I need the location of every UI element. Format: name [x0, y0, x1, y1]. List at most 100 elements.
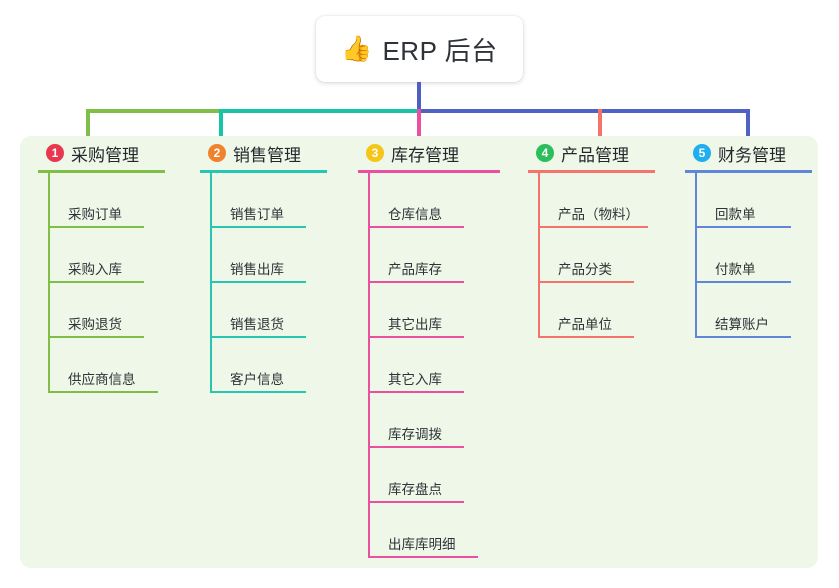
branch-item-underline: [210, 336, 306, 338]
branch-item-label: 采购入库: [68, 262, 122, 277]
branch-item-label: 销售退货: [230, 317, 284, 332]
connector-bar-teal: [219, 109, 418, 113]
branch-underline: [200, 170, 327, 173]
branch-item-label: 采购订单: [68, 207, 122, 222]
branch-item-underline: [368, 226, 464, 228]
branch-underline: [685, 170, 812, 173]
branch-item-underline: [368, 446, 464, 448]
branch-item-underline: [695, 336, 791, 338]
branch-item-underline: [538, 336, 634, 338]
branch-item-label: 产品分类: [558, 262, 612, 277]
branch-item[interactable]: 回款单: [695, 173, 835, 228]
branch-item[interactable]: 仓库信息: [368, 173, 530, 228]
connector-stub-1: [86, 109, 90, 144]
branch-item-label: 出库库明细: [388, 537, 456, 552]
branch-item-label: 库存调拨: [388, 427, 442, 442]
branch-item-label: 产品单位: [558, 317, 612, 332]
branch-item-label: 产品库存: [388, 262, 442, 277]
branch-item[interactable]: 产品库存: [368, 228, 530, 283]
branch-item-underline: [368, 501, 464, 503]
branch-item[interactable]: 库存盘点: [368, 448, 530, 503]
branch-spine: [368, 173, 370, 558]
branch-item[interactable]: 出库库明细: [368, 503, 530, 558]
branch-column-1: 1 采购管理采购订单采购入库采购退货供应商信息: [38, 136, 198, 393]
thumbs-up-icon: 👍: [341, 34, 373, 63]
branch-item[interactable]: 其它入库: [368, 338, 530, 393]
branch-number-badge: 5: [693, 144, 711, 162]
root-title: ERP 后台: [382, 35, 498, 66]
branch-item-label: 销售订单: [230, 207, 284, 222]
branch-item[interactable]: 付款单: [695, 228, 835, 283]
branch-item[interactable]: 采购退货: [48, 283, 198, 338]
branch-title: 库存管理: [391, 145, 459, 165]
branch-spine: [210, 173, 212, 393]
branch-number-badge: 2: [208, 144, 226, 162]
connector-bar-blue: [417, 109, 750, 113]
branch-item-underline: [368, 281, 464, 283]
branch-item-label: 供应商信息: [68, 372, 136, 387]
branch-item-list: 回款单付款单结算账户: [695, 173, 835, 338]
branch-item-label: 付款单: [715, 262, 756, 277]
branch-item[interactable]: 供应商信息: [48, 338, 198, 393]
branch-item-underline: [210, 226, 306, 228]
branch-underline: [358, 170, 500, 173]
branch-header-1[interactable]: 1 采购管理: [38, 136, 198, 170]
branch-item-label: 销售出库: [230, 262, 284, 277]
branch-item[interactable]: 结算账户: [695, 283, 835, 338]
branch-item-underline: [538, 281, 634, 283]
branch-item[interactable]: 客户信息: [210, 338, 360, 393]
branch-spine: [695, 173, 697, 338]
connector-stub-2: [219, 109, 223, 144]
branch-item-list: 销售订单销售出库销售退货客户信息: [210, 173, 360, 393]
branch-item[interactable]: 采购入库: [48, 228, 198, 283]
branch-spine: [538, 173, 540, 338]
branch-item[interactable]: 其它出库: [368, 283, 530, 338]
branch-item[interactable]: 产品分类: [538, 228, 688, 283]
root-connector-drop: [417, 82, 421, 111]
branch-underline: [38, 170, 165, 173]
branch-number-badge: 3: [366, 144, 384, 162]
connector-stub-3: [417, 109, 421, 144]
branch-item-label: 库存盘点: [388, 482, 442, 497]
branch-item-label: 采购退货: [68, 317, 122, 332]
branch-item-list: 采购订单采购入库采购退货供应商信息: [48, 173, 198, 393]
branch-header-5[interactable]: 5 财务管理: [685, 136, 835, 170]
branch-spine: [48, 173, 50, 393]
branch-item-label: 产品（物料）: [558, 207, 639, 222]
branch-item-underline: [695, 281, 791, 283]
branch-underline: [528, 170, 655, 173]
branch-title: 采购管理: [71, 145, 139, 165]
branch-item[interactable]: 销售退货: [210, 283, 360, 338]
branch-number-badge: 1: [46, 144, 64, 162]
branch-item-underline: [368, 556, 478, 558]
connector-bar-green: [86, 109, 220, 113]
branch-item-underline: [48, 226, 144, 228]
branch-item-label: 结算账户: [715, 317, 769, 332]
branch-item-underline: [538, 226, 648, 228]
branch-item[interactable]: 销售出库: [210, 228, 360, 283]
branch-item[interactable]: 产品（物料）: [538, 173, 688, 228]
branch-item-label: 客户信息: [230, 372, 284, 387]
branch-title: 财务管理: [718, 145, 786, 165]
connector-stub-4: [598, 109, 602, 144]
branch-item-label: 回款单: [715, 207, 756, 222]
branch-header-3[interactable]: 3 库存管理: [358, 136, 530, 170]
branch-item-underline: [695, 226, 791, 228]
branch-item[interactable]: 库存调拨: [368, 393, 530, 448]
branch-column-5: 5 财务管理回款单付款单结算账户: [685, 136, 835, 338]
branch-item[interactable]: 产品单位: [538, 283, 688, 338]
branch-item[interactable]: 采购订单: [48, 173, 198, 228]
branch-title: 产品管理: [561, 145, 629, 165]
branch-item-underline: [210, 391, 306, 393]
branch-item[interactable]: 销售订单: [210, 173, 360, 228]
root-node[interactable]: 👍 ERP 后台: [316, 16, 523, 82]
branch-item-label: 其它出库: [388, 317, 442, 332]
branch-item-underline: [368, 391, 464, 393]
